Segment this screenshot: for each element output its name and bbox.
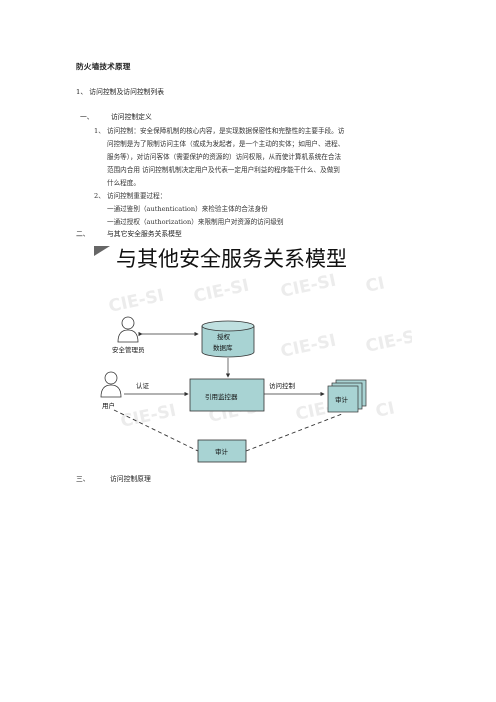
- watermark: CIE-SI: [107, 286, 166, 317]
- section-3-number: 三、: [76, 475, 90, 483]
- item-1-line: 访问控制：安全保障机制的核心内容，是实现数据保密性和完整性的主要手段。访: [107, 127, 345, 135]
- item-2-bullet: 一通过授权（authorization）来限制用户对资源的访问级别: [107, 218, 284, 226]
- user-person-icon: [100, 371, 122, 398]
- watermark: CI: [374, 398, 397, 421]
- section-2-title: 与其它安全服务关系模型: [107, 230, 182, 238]
- section-1-title: 访问控制定义: [111, 113, 152, 121]
- diagram-title: 与其他安全服务关系模型: [116, 247, 347, 271]
- watermark: CIE-SI: [279, 331, 338, 362]
- item-1-line: 服务等），对访问客体（需要保护的资源的）访问权限，从而使计算机系统在合法: [107, 153, 342, 161]
- section-2-number: 二、: [76, 230, 90, 238]
- audit-label: 审计: [215, 447, 229, 456]
- item-2-number: 2、: [94, 192, 105, 200]
- authn-label: 认证: [136, 381, 150, 390]
- access-control-label: 访问控制: [269, 381, 296, 390]
- section-heading-1: 1、 访问控制及访问控制列表: [76, 88, 165, 96]
- item-1-line: 范围内合用 访问控制机制决定用户及代表一定用户利益的程序能干什么、及做到: [107, 166, 340, 174]
- item-1-line: 什么程度。: [107, 179, 140, 187]
- item-1-number: 1、: [94, 127, 105, 135]
- monitor-label: 引用监控器: [205, 392, 238, 401]
- user-audit-dashed-line: [113, 409, 199, 452]
- watermark: CIE-SI: [192, 276, 251, 307]
- stack-label: 审计: [335, 395, 349, 404]
- section-1-number: 一、: [80, 113, 94, 121]
- document-title: 防火墙技术原理: [76, 62, 131, 71]
- item-1-line: 问控制是为了限制访问主体（或成为发起者，是一个主动的实体；如用户、进程、: [107, 140, 345, 148]
- admin-label: 安全管理员: [112, 345, 145, 354]
- watermark: CIE-SI: [364, 326, 412, 357]
- item-2-title: 访问控制重要过程：: [107, 192, 167, 200]
- user-label: 用户: [102, 401, 115, 410]
- admin-person-icon: [117, 316, 139, 343]
- authorization-database: [201, 320, 255, 358]
- section-3-title: 访问控制原理: [110, 475, 151, 483]
- reference-monitor-box: [189, 378, 265, 412]
- item-2-bullet: 一通过鉴别（authentication）来检验主体的合法身份: [107, 205, 268, 213]
- audit-stack-dashed-line: [245, 413, 343, 452]
- title-marker-icon: [94, 246, 110, 256]
- security-model-diagram: CIE-SI CIE-SI CIE-SI CI CIE-SI CIE-SI CI…: [92, 242, 423, 474]
- database-label-line2: 数据库: [213, 343, 233, 352]
- database-label-line1: 授权: [217, 332, 231, 341]
- watermark: CIE-SI: [279, 271, 338, 302]
- watermark: CI: [364, 273, 387, 296]
- resource-stack: [327, 379, 367, 413]
